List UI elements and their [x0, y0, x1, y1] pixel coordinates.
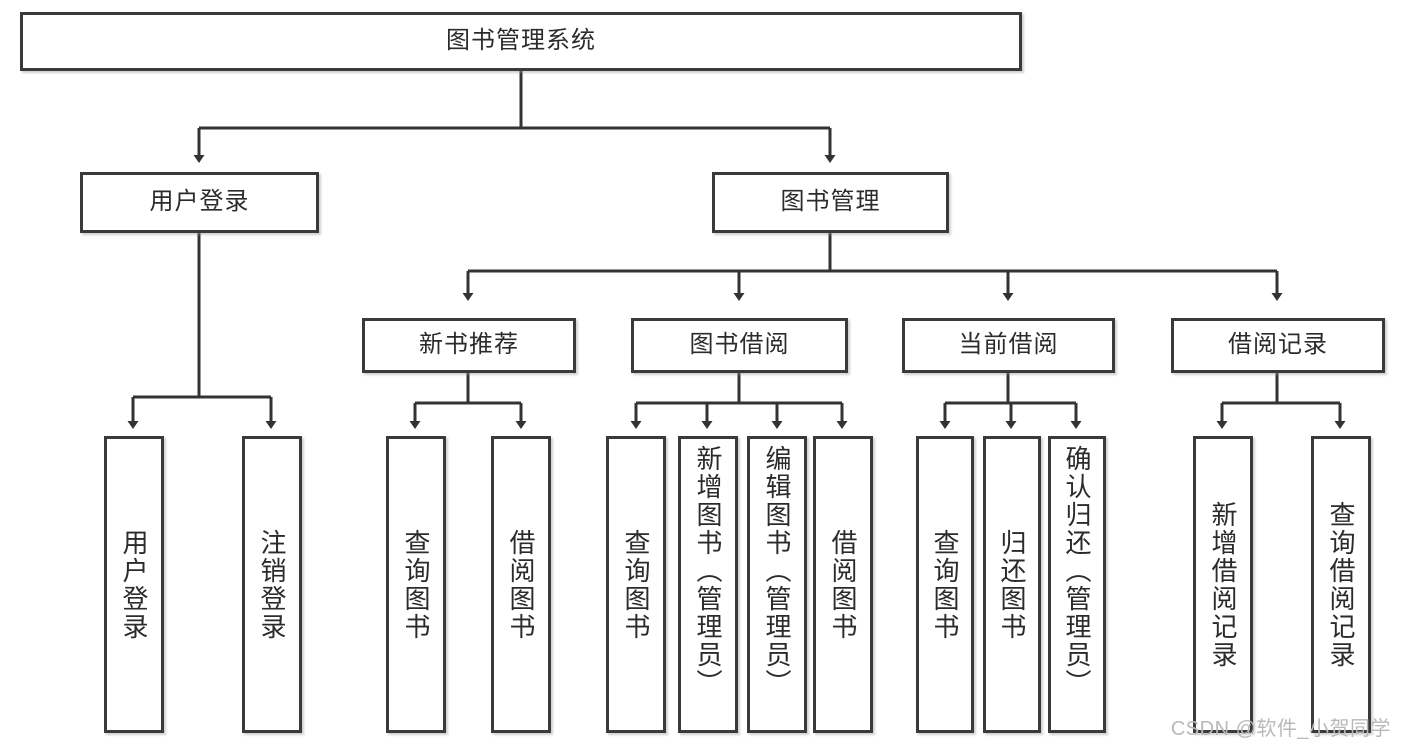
node-label: 用户登录 — [119, 528, 150, 641]
leaf-book-borrow-add[interactable]: 新增图书（管理员） — [678, 436, 738, 733]
node-label: 借阅图书 — [506, 528, 537, 641]
leaf-book-borrow-query[interactable]: 查询图书 — [606, 436, 666, 733]
node-label: 图书管理系统 — [446, 27, 596, 55]
node-label: 注销登录 — [257, 528, 288, 641]
leaf-user-login-login[interactable]: 用户登录 — [104, 436, 164, 733]
node-label: 图书借阅 — [689, 331, 790, 359]
leaf-borrow-record-query[interactable]: 查询借阅记录 — [1311, 436, 1371, 733]
leaf-current-borrow-return[interactable]: 归还图书 — [983, 436, 1041, 733]
node-current-borrow[interactable]: 当前借阅 — [902, 318, 1115, 373]
leaf-user-login-logout[interactable]: 注销登录 — [242, 436, 302, 733]
leaf-current-borrow-confirm-return[interactable]: 确认归还（管理员） — [1048, 436, 1106, 733]
node-label: 借阅图书 — [828, 528, 859, 641]
node-label: 查询图书 — [930, 528, 961, 641]
node-label: 新增借阅记录 — [1208, 500, 1239, 669]
node-label: 确认归还（管理员） — [1062, 445, 1093, 697]
node-label: 查询借阅记录 — [1326, 500, 1357, 669]
leaf-book-borrow-borrow[interactable]: 借阅图书 — [813, 436, 873, 733]
node-new-book-recommend[interactable]: 新书推荐 — [362, 318, 576, 373]
node-label: 当前借阅 — [958, 331, 1059, 359]
node-label: 归还图书 — [997, 528, 1028, 641]
node-book-management[interactable]: 图书管理 — [712, 172, 949, 233]
node-borrow-record[interactable]: 借阅记录 — [1171, 318, 1385, 373]
watermark-text: CSDN @软件_小贺同学 — [1170, 718, 1391, 740]
node-book-borrow[interactable]: 图书借阅 — [631, 318, 848, 373]
node-label: 查询图书 — [401, 528, 432, 641]
leaf-book-borrow-edit[interactable]: 编辑图书（管理员） — [747, 436, 807, 733]
node-label: 用户登录 — [149, 188, 250, 216]
node-label: 编辑图书（管理员） — [762, 445, 793, 697]
leaf-borrow-record-add[interactable]: 新增借阅记录 — [1193, 436, 1253, 733]
node-label: 新书推荐 — [419, 331, 519, 359]
leaf-new-book-query[interactable]: 查询图书 — [386, 436, 446, 733]
node-user-login[interactable]: 用户登录 — [80, 172, 319, 233]
leaf-new-book-borrow[interactable]: 借阅图书 — [491, 436, 551, 733]
leaf-current-borrow-query[interactable]: 查询图书 — [916, 436, 974, 733]
node-label: 查询图书 — [621, 528, 652, 641]
node-root-system[interactable]: 图书管理系统 — [20, 12, 1022, 71]
node-label: 新增图书（管理员） — [693, 445, 724, 697]
node-label: 图书管理 — [780, 188, 881, 216]
node-label: 借阅记录 — [1228, 331, 1328, 359]
